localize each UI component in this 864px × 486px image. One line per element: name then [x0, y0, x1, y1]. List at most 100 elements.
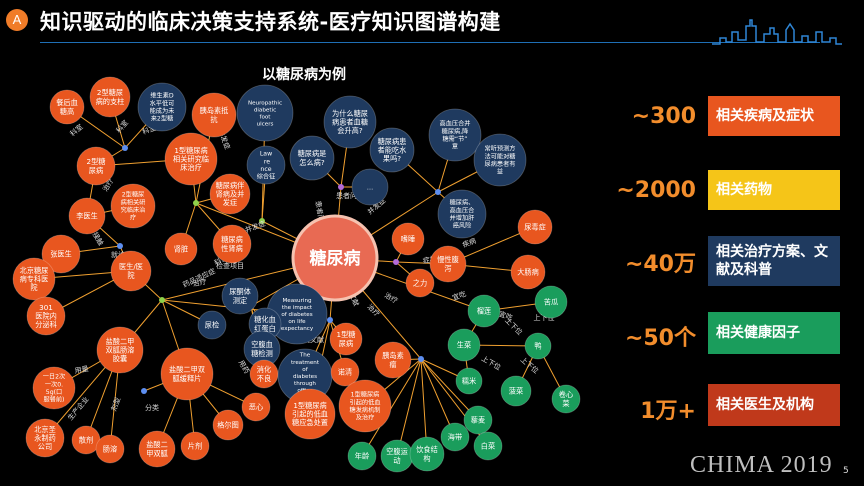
graph-node-label: 糖尿病性肾病 — [221, 235, 243, 253]
graph-edge — [361, 358, 422, 457]
graph-node[interactable] — [110, 183, 156, 229]
graph-node[interactable] — [289, 135, 335, 181]
graph-node-label: 糖尿病患者能吃水果吗? — [378, 137, 407, 163]
graph-node-label: 糯米 — [462, 377, 476, 386]
graph-node[interactable] — [191, 92, 237, 138]
graph-node[interactable] — [212, 409, 244, 441]
graph-node[interactable] — [447, 328, 481, 362]
graph-node-label: 胰岛素瘤 — [382, 351, 404, 369]
graph-node[interactable] — [437, 189, 487, 239]
stat-label-drugs: 相关药物 — [708, 170, 840, 210]
graph-node[interactable] — [138, 430, 176, 468]
stat-value-doctors: 1万+ — [640, 399, 696, 424]
graph-node[interactable] — [212, 224, 252, 264]
graph-node-label: 糖尿病、高血压合并增加肝癌风险 — [450, 199, 475, 230]
graph-node[interactable] — [429, 245, 467, 283]
graph-node-label: 常听预测方法可能对糖尿病患者有益 — [485, 145, 516, 176]
graph-node[interactable] — [160, 347, 214, 401]
edge-label: 科室 — [68, 122, 85, 138]
diagram-subtitle: 以糖尿病为例 — [262, 67, 346, 83]
graph-node[interactable] — [391, 222, 425, 256]
graph-node[interactable] — [524, 332, 552, 360]
graph-node[interactable] — [89, 76, 131, 118]
graph-node-label: 医生/医院 — [119, 262, 143, 280]
graph-node-label: 1型糖尿病 — [337, 330, 356, 348]
graph-node-label: 之力 — [413, 279, 427, 288]
graph-node-label: 菠菜 — [509, 387, 523, 396]
graph-node[interactable] — [25, 418, 65, 458]
graph-node-label: 高血压合并糖尿病,降糖需“节”意 — [440, 120, 471, 151]
graph-node[interactable] — [164, 132, 218, 186]
graph-node[interactable] — [473, 133, 527, 187]
graph-node[interactable] — [500, 375, 532, 407]
graph-node-label: 盐酸二甲双胍缓释片 — [169, 365, 205, 383]
graph-node-label: 尿检 — [205, 321, 219, 330]
graph-node[interactable] — [241, 392, 271, 422]
graph-node[interactable] — [284, 388, 336, 440]
graph-node[interactable] — [68, 197, 106, 235]
graph-node-label: 慢性腹泻 — [437, 255, 459, 273]
graph-node[interactable] — [534, 285, 568, 319]
graph-node[interactable] — [246, 145, 286, 185]
graph-node[interactable] — [551, 384, 581, 414]
graph-node[interactable] — [338, 379, 392, 433]
graph-node[interactable] — [323, 95, 377, 149]
graph-node[interactable] — [110, 250, 152, 292]
graph-node[interactable] — [164, 232, 198, 266]
graph-node-label: 卷心菜 — [559, 390, 573, 408]
edge-label: 宜吃 — [451, 289, 467, 302]
graph-node-label: 为什么糖尿病患者血糖会升高? — [332, 109, 368, 135]
graph-node[interactable] — [12, 257, 56, 301]
title-underline — [40, 42, 820, 43]
graph-node[interactable] — [440, 422, 470, 452]
edge-label: 剂型 — [109, 396, 122, 412]
graph-node[interactable] — [197, 310, 227, 340]
graph-node[interactable] — [49, 89, 85, 125]
graph-node[interactable] — [95, 434, 125, 464]
graph-node-label: 糖尿病是怎么病? — [298, 149, 327, 167]
graph-node[interactable] — [329, 322, 363, 356]
graph-node-label: 北京糖尿病专科医院 — [20, 266, 49, 292]
stat-label-doctors: 相关医生及机构 — [708, 384, 840, 426]
graph-node[interactable] — [455, 367, 483, 395]
graph-node[interactable] — [32, 366, 76, 410]
graph-node[interactable] — [236, 84, 294, 142]
graph-node-label: 格尔图 — [217, 421, 239, 430]
graph-node[interactable] — [467, 294, 501, 328]
graph-node[interactable] — [180, 431, 210, 461]
graph-node[interactable] — [330, 357, 360, 387]
stat-label-treatments: 相关治疗方案、文献及科普 — [708, 236, 840, 286]
graph-node[interactable] — [428, 108, 482, 162]
graph-node[interactable] — [405, 268, 435, 298]
graph-node[interactable] — [347, 441, 377, 471]
graph-node[interactable] — [369, 127, 415, 173]
graph-node[interactable] — [473, 431, 503, 461]
graph-node[interactable] — [409, 436, 445, 472]
graph-node-label: 生菜 — [457, 341, 471, 350]
graph-node[interactable] — [351, 168, 389, 206]
graph-node-label: 餐后血糖高 — [56, 98, 78, 116]
graph-hub — [259, 218, 265, 224]
edge-label: 分类 — [145, 403, 159, 412]
header: A 知识驱动的临床决策支持系统-医疗知识图谱构建 — [0, 0, 864, 45]
graph-node[interactable] — [517, 209, 553, 245]
graph-node[interactable] — [463, 405, 493, 435]
graph-node[interactable] — [76, 146, 116, 186]
edge-label: 上下位 — [534, 313, 555, 322]
graph-node[interactable] — [221, 277, 259, 315]
graph-node[interactable] — [41, 234, 81, 274]
graph-node[interactable] — [249, 359, 279, 389]
center-node[interactable] — [291, 214, 379, 302]
graph-hub — [393, 259, 399, 265]
graph-node[interactable] — [209, 173, 251, 215]
graph-node[interactable] — [26, 296, 66, 336]
graph-node[interactable] — [510, 254, 546, 290]
graph-node-label: 空腹运动 — [386, 447, 408, 465]
graph-node[interactable] — [374, 341, 412, 379]
graph-node-label: 藜麦 — [471, 416, 485, 425]
graph-node[interactable] — [96, 326, 144, 374]
graph-node-label: 散剂 — [79, 436, 93, 445]
graph-node[interactable] — [137, 82, 187, 132]
edge-label: 症状 — [422, 254, 437, 265]
graph-node-label: 尿酮体测定 — [229, 287, 251, 305]
